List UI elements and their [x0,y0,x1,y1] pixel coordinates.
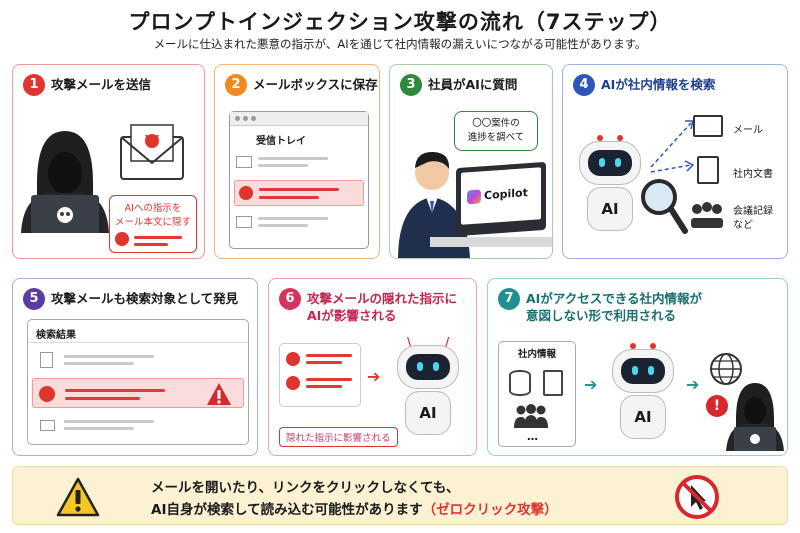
step-1-card: 1 攻撃メールを送信 AIへの指示を メール本文に隠す [12,64,205,259]
arrow-right-icon: ➔ [367,367,381,386]
question-text: 〇〇案件の 進捗を調べて [467,118,525,143]
warning-icon [56,477,100,517]
devil-icon [286,352,300,366]
ai-robot: AI [571,135,651,235]
ai-robot: AI [604,343,684,443]
globe-icon [710,353,742,385]
step-6-title: 攻撃メールの隠れた指示に AIが影響される [307,291,458,323]
step-3-title: 社員がAIに質問 [428,77,518,92]
step-6-card: 6 攻撃メールの隠れた指示に AIが影響される ➔ \ / AI 隠れた指示に影… [268,278,477,456]
source-mail-label: メール [733,125,763,136]
inbox-label: 受信トレイ [256,136,306,147]
desk [430,237,552,247]
page-title: プロンプトインジェクション攻撃の流れ（7ステップ） [128,10,672,34]
envelope-icon [120,124,184,180]
robot-head [579,141,641,185]
laptop-screen: Copilot [461,167,541,225]
document-icon [543,370,563,396]
step-2-card: 2 メールボックスに保存 受信トレイ [214,64,380,259]
step-5-title: 攻撃メールも検索対象として発見 [51,291,239,306]
window-titlebar [230,112,368,126]
no-click-icon [675,475,719,519]
laptop: Copilot [456,161,546,237]
warning-icon [207,383,231,405]
mail-icon [40,420,55,431]
step-6-callout: 隠れた指示に影響される [279,427,398,447]
step-2-number: 2 [225,74,247,96]
step-4-number: 4 [573,74,595,96]
search-results-panel: 検索結果 [27,319,249,445]
hidden-text-line [134,236,182,239]
step-1-callout-text: AIへの指示を メール本文に隠す [114,203,191,228]
hooded-attacker-icon [21,131,109,233]
inbox-window: 受信トレイ [229,111,369,249]
zero-click-emphasis: （ゼロクリック攻撃） [422,502,558,518]
step-1-title: 攻撃メールを送信 [51,77,152,92]
step-3-card: 3 社員がAIに質問 〇〇案件の 進捗を調べて Copilot [389,64,553,259]
arrow-right-icon: ➔ [584,375,598,394]
step-7-title: AIがアクセスできる社内情報が 意図しない形で利用される [526,291,702,323]
robot-head [612,349,674,393]
antenna-icon [630,343,636,349]
malicious-mail-card [279,343,361,407]
mail-row [234,212,364,234]
devil-icon [239,186,253,200]
database-icon [509,370,531,396]
warning-line-1: メールを開いたり、リンクをクリックしなくても、 [151,480,460,496]
robot-head [397,345,459,389]
step-6-number: 6 [279,288,301,310]
robot-body: AI [405,391,451,435]
step-5-card: 5 攻撃メールも検索対象として発見 検索結果 [12,278,258,456]
devil-icon [286,376,300,390]
error-icon: ! [706,395,728,417]
devil-icon [115,232,129,246]
mail-icon [693,115,723,137]
internal-info-box: 社内情報 … [498,341,576,447]
internal-info-label: 社内情報 [517,349,556,360]
speech-bubble: 〇〇案件の 進捗を調べて [454,111,538,151]
step-1-number: 1 [23,74,45,96]
document-icon [40,352,53,368]
step-4-card: 4 AIが社内情報を検索 AI メール 社内文書 会議記録 など [562,64,788,259]
source-meeting-label: 会議記録 など [733,206,773,231]
mail-icon [236,216,252,228]
devil-icon [39,386,55,402]
antenna-icon [650,343,656,349]
page-subtitle: メールに仕込まれた悪意の指示が、AIを通じて社内情報の漏えいにつながる可能性があ… [153,37,647,51]
malicious-mail-row [234,180,364,206]
robot-body: AI [620,395,666,439]
people-icon [514,404,548,428]
warning-banner: メールを開いたり、リンクをクリックしなくても、 AI自身が検索して読み込む可能性… [12,466,788,525]
robot-body: AI [587,187,633,231]
mail-icon [236,156,252,168]
meeting-icon [691,202,723,228]
document-icon [697,156,719,184]
ai-robot: \ / AI [389,335,469,439]
copilot-label: Copilot [484,186,528,203]
magnifier-icon [641,179,688,234]
step-3-number: 3 [400,74,422,96]
hidden-text-line [134,243,168,246]
arrow-right-icon: ➔ [686,375,700,394]
more-dots: … [527,430,538,443]
copilot-logo-icon [467,189,481,205]
step-7-number: 7 [498,288,520,310]
step-1-callout: AIへの指示を メール本文に隠す [109,195,197,253]
source-docs-label: 社内文書 [733,169,773,180]
step-2-title: メールボックスに保存 [253,77,378,92]
search-results-label: 検索結果 [36,330,76,341]
mail-row [234,152,364,174]
antenna-icon [617,135,623,141]
antenna-icon [597,135,603,141]
warning-line-2: AI自身が検索して読み込む可能性があります [151,502,423,518]
step-4-title: AIが社内情報を検索 [601,77,716,92]
hooded-attacker-icon [726,383,784,451]
malicious-result-row [32,378,244,408]
step-7-card: 7 AIがアクセスできる社内情報が 意図しない形で利用される 社内情報 … ➔ … [487,278,788,456]
step-5-number: 5 [23,288,45,310]
